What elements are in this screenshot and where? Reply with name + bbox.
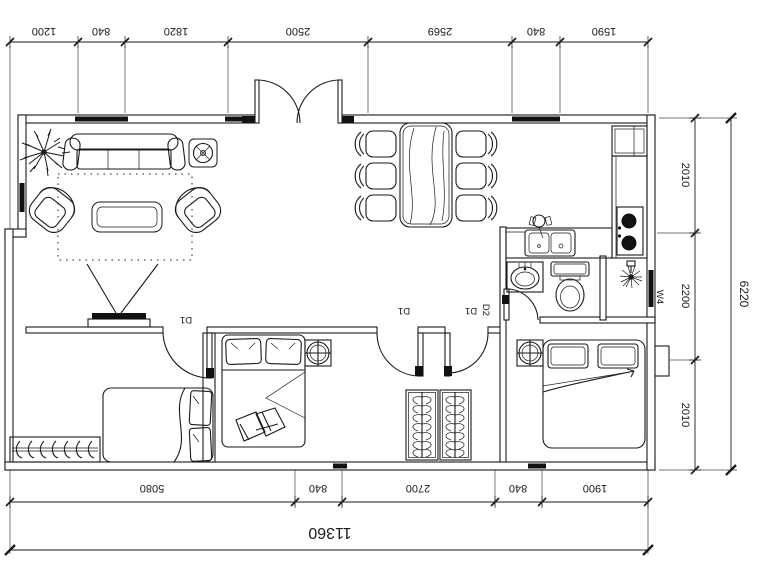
wall-top-left: [17, 114, 256, 124]
door-middle-bedroom: [376, 332, 424, 377]
dim-top-6: 840: [527, 25, 545, 37]
dim-bottom-2: 840: [309, 482, 327, 494]
kitchen-counter: [505, 155, 648, 259]
dining-chair: [354, 194, 397, 222]
entry-jamb-right: [340, 116, 354, 123]
wardrobe-hangers: [9, 436, 101, 463]
window-top-3: [512, 116, 560, 122]
bedroom-right: [516, 339, 646, 449]
bed: [221, 334, 306, 448]
armchair-left: [28, 187, 76, 233]
dim-bottom-1: 5080: [140, 482, 164, 494]
bed: [542, 339, 646, 449]
window-left: [19, 183, 25, 212]
dim-right-3: 2010: [679, 403, 691, 427]
armchair-right: [174, 187, 222, 233]
stove-icon: [616, 206, 644, 256]
wall-shower-divider: [599, 255, 607, 321]
window-label-w4: W4: [654, 290, 665, 304]
window-top-2: [225, 116, 252, 122]
dim-top-4: 2500: [286, 25, 310, 37]
wall-bath-hall: [499, 226, 507, 463]
dining-area: [354, 122, 498, 228]
window-bottom-2: [528, 463, 546, 469]
dim-bottom-4: 840: [509, 482, 527, 494]
door-right-bedroom: [444, 332, 489, 377]
wall-right-bump: [654, 345, 670, 377]
shower-icon: [619, 260, 643, 289]
wall-interior-main-c: [417, 326, 446, 334]
bedside-fan-icon: [516, 339, 544, 367]
closet-left: [405, 389, 439, 461]
bathroom: [506, 260, 643, 312]
window-right-w4: [648, 270, 654, 307]
walls: [4, 114, 670, 471]
wall-bottom: [4, 461, 656, 471]
doors: D1 D1 D1 D2 W4: [162, 79, 665, 379]
entry-jamb-left: [242, 116, 255, 123]
dim-top-2: 840: [92, 25, 110, 37]
bed: [102, 387, 214, 463]
dim-right-1: 2010: [679, 163, 691, 187]
door-label-d1-middle: D1: [398, 305, 410, 316]
door-label-d2: D2: [480, 304, 491, 316]
rug: [57, 173, 193, 261]
wall-interior-main-b: [206, 326, 378, 334]
dim-top-5: 2569: [428, 25, 452, 37]
door-left-bedroom: [162, 332, 214, 379]
bedroom-left: [9, 387, 214, 463]
kitchen: [505, 125, 648, 259]
side-table-lamp-icon: [188, 138, 218, 168]
wall-interior-main-a: [25, 326, 164, 334]
window-top-1: [75, 116, 128, 122]
dining-chair: [354, 162, 397, 190]
toilet-icon: [550, 261, 590, 312]
door-bathroom: [502, 288, 539, 321]
closet-nook: [405, 389, 472, 461]
dining-chair: [455, 130, 498, 158]
kitchen-sink-icon: [524, 214, 576, 257]
door-label-d1-right: D1: [465, 305, 477, 316]
dim-bottom-3: 2700: [406, 482, 430, 494]
wall-left-lower: [4, 228, 14, 471]
plant-icon: [19, 128, 71, 177]
sofa: [62, 133, 186, 171]
door-label-d1-left: D1: [180, 314, 192, 325]
dim-top-3: 1820: [164, 25, 188, 37]
dining-table: [399, 122, 453, 228]
dim-top-1: 1200: [32, 25, 56, 37]
bedroom-middle: [221, 334, 332, 448]
window-bottom-1: [333, 463, 347, 469]
dim-top-7: 1590: [592, 25, 616, 37]
closet-right: [439, 389, 472, 461]
dimension-chain-bottom: 5080 840 2700 840 1900 11360: [4, 470, 654, 556]
wall-bath-bottom: [539, 316, 656, 324]
wall-top-right: [339, 114, 656, 124]
tv: [86, 263, 159, 328]
coffee-table: [91, 201, 163, 233]
dimension-chain-right: 2010 2200 2010 6220: [657, 112, 751, 476]
dim-ticks-right: [689, 113, 701, 475]
wash-basin-icon: [506, 261, 544, 293]
dining-chair: [455, 162, 498, 190]
fridge-cabinet: [611, 125, 648, 157]
dim-right-total: 6220: [737, 281, 751, 308]
dim-right-2: 2200: [679, 284, 691, 308]
entry-double-door: [254, 79, 343, 124]
wall-left-upper: [17, 114, 27, 238]
dining-chair: [455, 194, 498, 222]
dimension-chain-top: 1200 840 1820 2500 2569 840 1590: [5, 25, 653, 229]
bedside-fan-icon: [304, 339, 332, 367]
dim-ticks-top: [5, 36, 653, 48]
dining-chair: [354, 130, 397, 158]
dim-bottom-total: 11360: [308, 524, 351, 541]
dim-ticks-bottom: [5, 496, 653, 508]
living-room: [19, 128, 222, 328]
dim-bottom-5: 1900: [583, 482, 607, 494]
